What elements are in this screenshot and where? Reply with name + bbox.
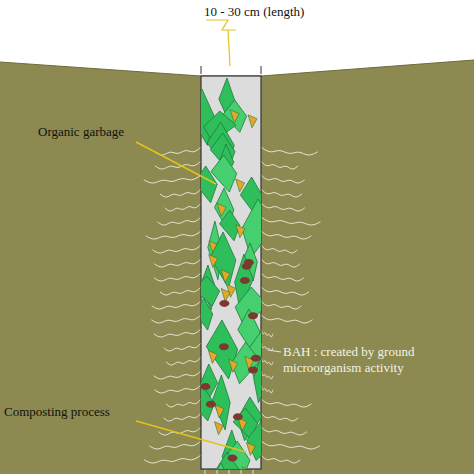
ground-surface — [0, 60, 474, 76]
orange-patch — [236, 225, 245, 238]
soil-particle — [219, 300, 229, 307]
soil-particle — [240, 277, 250, 284]
bah-root — [157, 217, 201, 225]
bah-root — [261, 175, 305, 183]
length-leader — [228, 30, 230, 66]
bah-root — [154, 329, 201, 337]
orange-patch — [221, 270, 230, 283]
bah-root — [261, 427, 307, 435]
part-label: BAH : created by ground microorganism ac… — [283, 344, 453, 376]
orange-patch — [221, 289, 230, 302]
leaf — [201, 166, 217, 203]
leader-line — [268, 350, 281, 352]
bah-root — [229, 469, 231, 474]
bah-root — [261, 231, 311, 239]
bah-root — [149, 441, 201, 449]
orange-patch — [208, 350, 217, 363]
bah-root — [261, 259, 300, 267]
bah-root — [261, 399, 311, 407]
bah-root — [155, 385, 201, 393]
leaf — [215, 452, 240, 469]
soil-ground — [0, 60, 474, 474]
soil-particle — [227, 455, 237, 462]
part-label: Organic garbage — [38, 124, 124, 140]
leader-line — [136, 142, 216, 184]
orange-patch — [214, 422, 223, 435]
bah-root — [261, 315, 313, 323]
leaf — [201, 298, 213, 330]
orange-patch — [248, 115, 257, 128]
bah-root — [155, 161, 201, 169]
bah-root — [261, 203, 305, 211]
bah-root — [261, 413, 298, 421]
bah-root — [144, 455, 201, 463]
organic-garbage-fill — [201, 78, 261, 469]
bah-root — [241, 469, 243, 474]
soil-particle — [248, 366, 258, 373]
bah-root — [261, 357, 273, 365]
orange-patch — [217, 203, 226, 216]
bah-root — [261, 329, 273, 337]
bah-root — [154, 273, 201, 281]
orange-patch — [246, 442, 255, 455]
length-leader — [206, 20, 236, 30]
bah-root — [261, 455, 300, 463]
bah-root — [160, 287, 201, 295]
leaf — [247, 419, 261, 460]
bah-root — [261, 301, 301, 309]
bah-root — [261, 189, 302, 197]
bah-root — [146, 231, 201, 239]
soil-particle — [233, 413, 243, 420]
bah-root — [261, 217, 320, 225]
bah-root — [261, 371, 273, 379]
bah-root — [164, 413, 201, 421]
leader-line — [136, 421, 246, 452]
part-label: Composting process — [4, 404, 110, 420]
bah-root — [160, 189, 201, 197]
bah-root — [166, 399, 201, 407]
bah-root — [152, 301, 201, 309]
bah-root — [155, 147, 201, 155]
soil-particle — [248, 312, 258, 319]
bah-root — [164, 343, 201, 351]
bah-root — [253, 469, 255, 474]
soil-particle — [206, 401, 216, 408]
bah-root — [261, 343, 273, 351]
bah-root — [151, 315, 201, 323]
orange-patch — [215, 405, 224, 418]
orange-patch — [242, 467, 251, 469]
bah-root — [261, 287, 309, 295]
bah-root — [261, 273, 304, 281]
bah-root — [261, 441, 320, 449]
orange-patch — [209, 254, 218, 267]
soil-particle — [242, 263, 252, 270]
bah-root — [261, 147, 318, 155]
dimension-label: 10 - 30 cm (length) — [204, 4, 304, 20]
bah-root — [166, 357, 201, 365]
bah-root — [144, 175, 201, 183]
length-tick — [201, 66, 202, 74]
bah-root — [261, 161, 298, 169]
bah-root — [154, 371, 201, 379]
soil-particle — [201, 383, 210, 390]
bah-root — [165, 203, 201, 211]
bah-root — [205, 469, 207, 474]
soil-particle — [219, 343, 229, 350]
bah-root — [261, 245, 297, 253]
length-tick — [261, 66, 262, 74]
leaf — [213, 463, 230, 469]
bah-root — [261, 385, 273, 393]
bah-root — [217, 469, 219, 474]
soil-particle — [251, 355, 261, 362]
bah-root — [152, 245, 201, 253]
bah-root — [154, 259, 201, 267]
leaf — [213, 375, 230, 430]
orange-patch — [229, 359, 238, 372]
